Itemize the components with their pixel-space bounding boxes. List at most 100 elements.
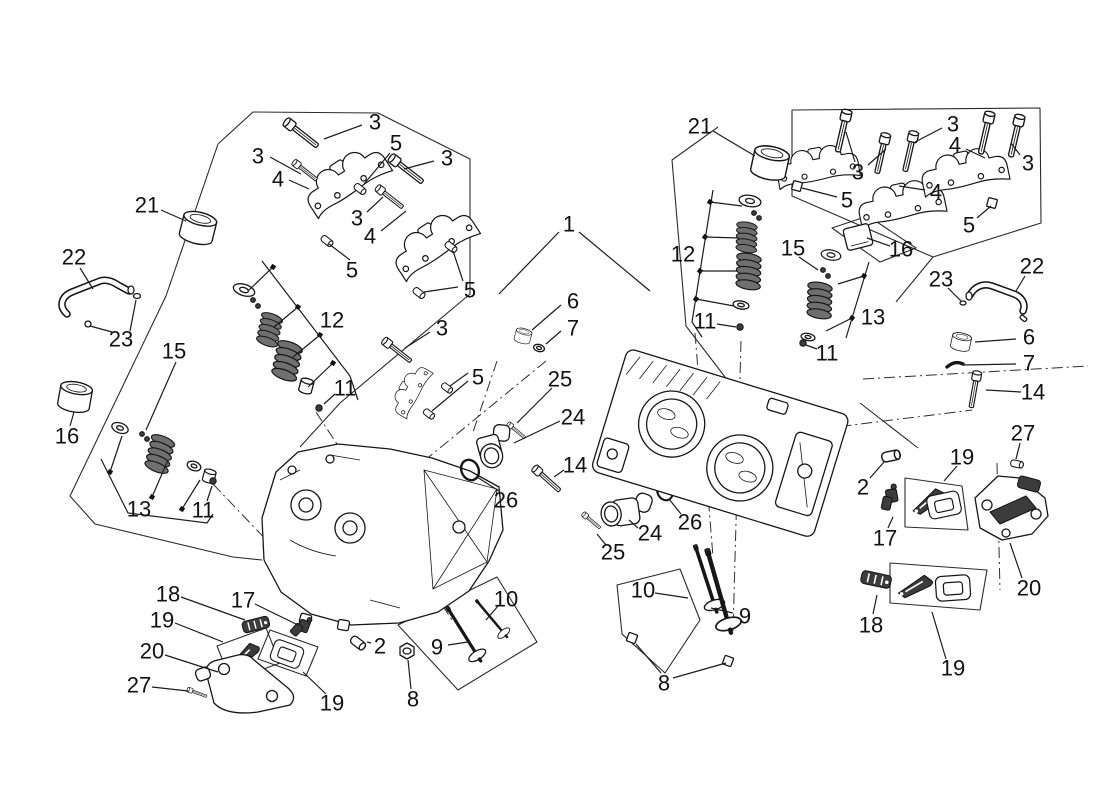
callout-label: 11 <box>816 341 839 366</box>
bracket-leader <box>709 201 743 207</box>
callout-label: 13 <box>127 497 151 522</box>
leader-line <box>962 363 1017 366</box>
group-bracket <box>100 458 214 524</box>
valve-cotter <box>315 404 323 412</box>
boundary-outline <box>616 568 701 674</box>
small-bolt <box>186 686 208 699</box>
callout-label: 5 <box>464 278 476 303</box>
right-camshaft-cap-group <box>748 107 1027 251</box>
bracket-leader <box>109 435 123 473</box>
leader-line <box>447 641 469 646</box>
leader-line <box>174 622 224 643</box>
cotter-square <box>625 631 639 645</box>
leader-line <box>366 196 384 213</box>
leader-line <box>668 498 682 515</box>
callout-label: 12 <box>671 242 695 267</box>
washer <box>532 343 546 353</box>
parts-layer <box>55 107 1049 714</box>
callout-label: 3 <box>852 160 864 185</box>
leader-line <box>672 662 727 679</box>
bracket-leader <box>292 334 321 358</box>
leader-line <box>947 287 962 302</box>
tappet-bucket <box>177 207 219 249</box>
valve-cotter <box>736 323 744 331</box>
leader-line <box>145 361 177 431</box>
boundary-outline <box>895 256 934 303</box>
callout-label: 20 <box>1017 576 1041 601</box>
boundary-outline <box>257 629 319 677</box>
leader-line <box>403 160 435 170</box>
leader-line <box>269 156 302 175</box>
locating-dowel <box>411 285 427 301</box>
leader-line <box>869 461 885 479</box>
leader-line <box>1015 442 1021 460</box>
leader-line <box>1015 275 1026 292</box>
callout-label: 5 <box>390 131 402 156</box>
boundary-outline <box>889 562 988 611</box>
valve-spring-set-right-2 <box>799 247 843 347</box>
callout-label: 4 <box>930 180 942 205</box>
bracket-leader <box>704 236 740 239</box>
callout-label: 23 <box>929 267 953 292</box>
callout-label: 19 <box>320 691 344 716</box>
leader-line <box>545 330 562 345</box>
callout-label: 25 <box>548 367 572 392</box>
leader-line <box>206 485 213 502</box>
callout-label: 12 <box>320 308 344 333</box>
leader-line <box>180 596 246 621</box>
callout-label: 8 <box>658 671 670 696</box>
leader-line <box>887 516 894 529</box>
tappet-shim <box>513 326 533 346</box>
callout-label: 24 <box>561 405 585 430</box>
cylinder-head-right <box>591 349 849 537</box>
leader-line <box>404 331 431 349</box>
callout-label: 3 <box>441 146 453 171</box>
head-bolt <box>530 463 563 495</box>
leader-line <box>976 205 992 219</box>
callout-label: 3 <box>252 144 264 169</box>
callout-label: 16 <box>889 237 913 262</box>
valves-right <box>625 539 743 668</box>
boundary-outline <box>69 143 263 561</box>
plug <box>399 642 415 660</box>
callout-label: 16 <box>55 424 79 449</box>
callout-label: 11 <box>192 498 215 523</box>
callout-label: 24 <box>638 521 662 546</box>
callout-label: 26 <box>678 510 702 535</box>
valve-spring-set-right-1 <box>730 192 767 331</box>
cylinder-head-left <box>261 443 504 632</box>
locating-dowel <box>352 181 368 197</box>
bracket-tick <box>106 468 114 476</box>
callout-label: 3 <box>436 316 448 341</box>
leader-line <box>431 380 469 412</box>
cap-bolt <box>281 116 322 151</box>
callout-label: 10 <box>631 578 655 603</box>
tappet-bucket <box>748 142 792 184</box>
leader-line <box>89 325 113 333</box>
callout-label: 9 <box>431 635 443 660</box>
leader-line <box>302 671 327 695</box>
dowel-pin <box>348 634 368 652</box>
callout-label: 27 <box>127 673 151 698</box>
callout-label: 5 <box>963 213 975 238</box>
leader-line <box>710 607 734 614</box>
leader-line <box>898 185 926 191</box>
dowel-pin <box>880 448 902 464</box>
callout-label: 8 <box>407 687 419 712</box>
callout-label: 13 <box>861 305 885 330</box>
callout-label: 22 <box>1020 254 1044 279</box>
valve-spring-set-left <box>231 280 323 412</box>
locating-square <box>985 196 999 210</box>
leader-line <box>423 286 459 293</box>
leader-line <box>914 127 943 143</box>
callout-label: 18 <box>156 582 180 607</box>
callout-label: 7 <box>567 316 579 341</box>
leader-line <box>323 393 336 405</box>
cap-bolt-short <box>373 183 406 211</box>
bracket-leader <box>247 266 274 292</box>
left-camshaft-cap-group <box>281 116 482 301</box>
group-bracket <box>261 260 359 401</box>
tappet-bucket <box>55 378 95 416</box>
leader-line <box>712 130 756 157</box>
